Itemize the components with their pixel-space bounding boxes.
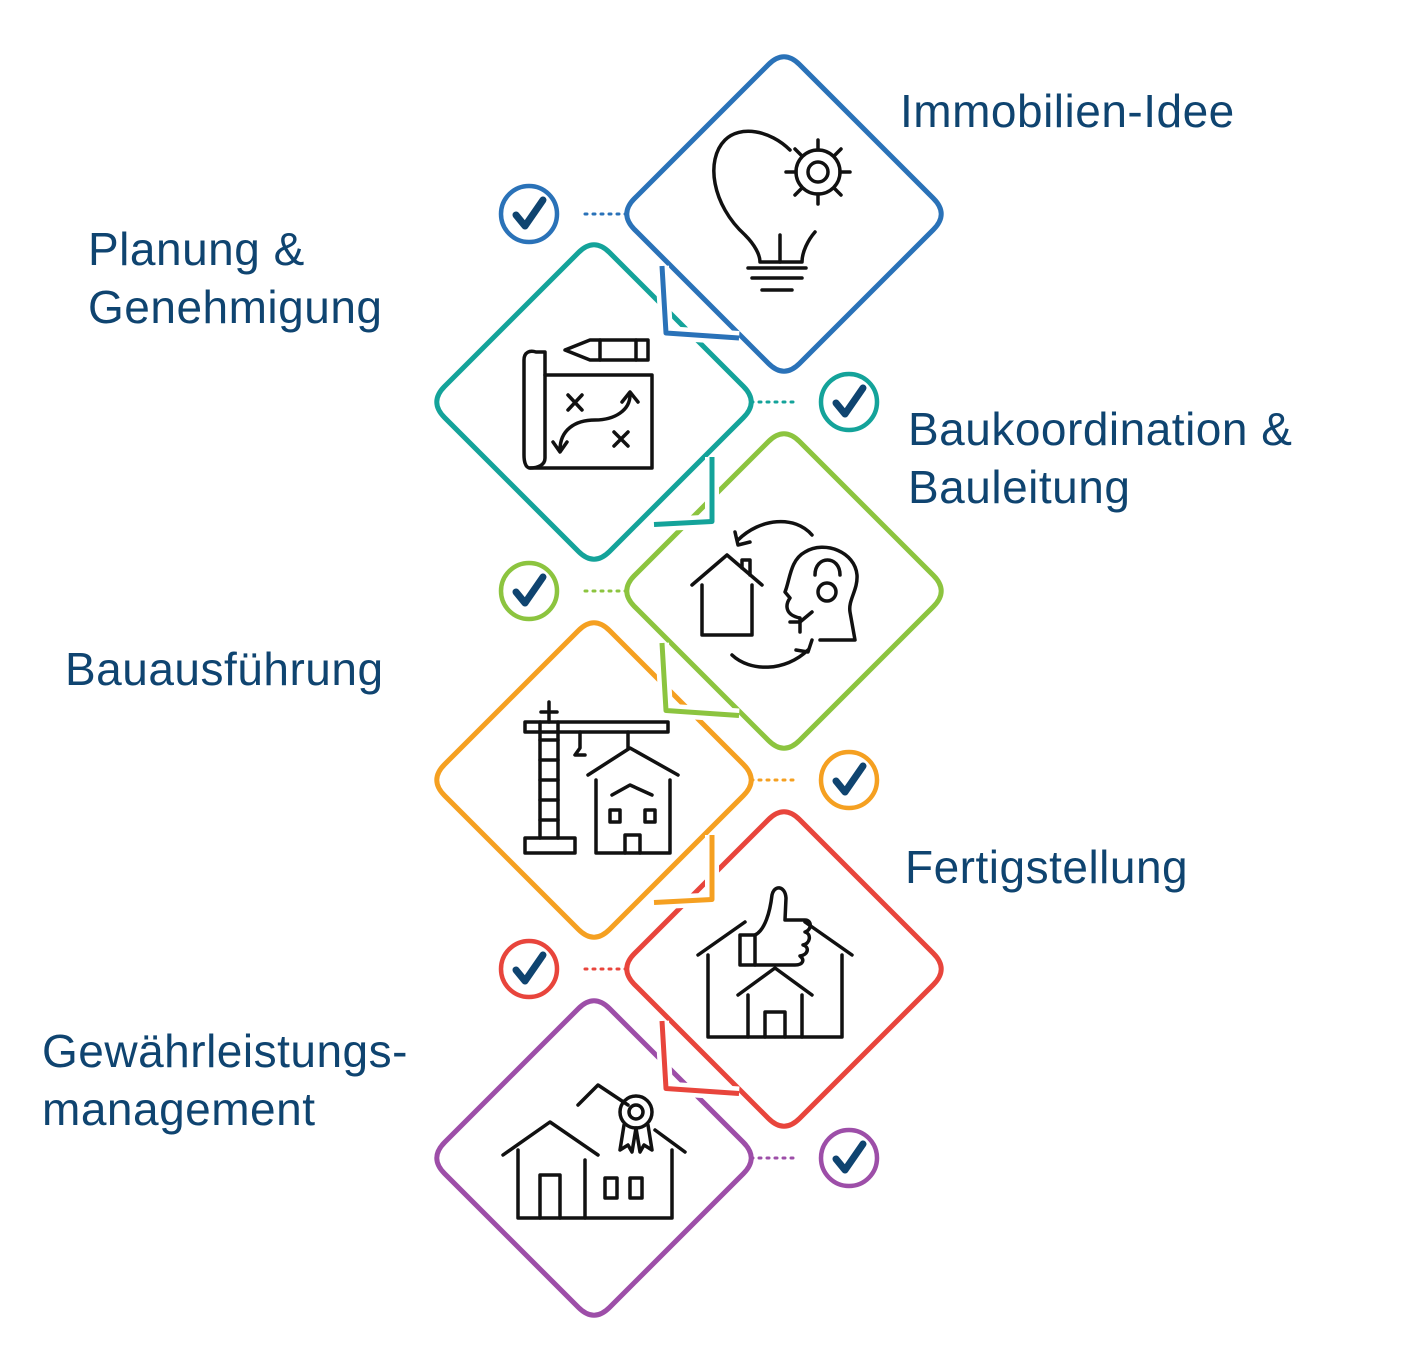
step-label-bauausfuehrung: Bauausführung bbox=[65, 640, 384, 698]
lightbulb-gear-icon bbox=[712, 129, 852, 292]
step-link bbox=[653, 835, 715, 905]
step-label-gewaehrleistungsmanagement: Gewährleistungs- management bbox=[42, 1022, 408, 1138]
step-title-line: Baukoordination & bbox=[908, 403, 1293, 455]
house-consultant-cycle-icon bbox=[690, 520, 859, 669]
check-badge-bauausfuehrung bbox=[818, 749, 880, 811]
crane-house-icon bbox=[523, 700, 680, 855]
link-halo bbox=[655, 642, 740, 723]
step-title-line: Genehmigung bbox=[88, 281, 383, 333]
step-title-line: Gewährleistungs- bbox=[42, 1025, 408, 1077]
house-award-badge-icon bbox=[501, 1083, 687, 1220]
check-icon bbox=[512, 573, 547, 607]
house-thumbs-up-icon bbox=[696, 886, 854, 1039]
check-badge-planung-genehmigung bbox=[818, 371, 880, 433]
step-title-line: Planung & bbox=[88, 223, 305, 275]
step-label-fertigstellung: Fertigstellung bbox=[905, 838, 1188, 896]
check-badge-ring bbox=[498, 938, 560, 1000]
check-icon bbox=[512, 951, 547, 985]
check-icon bbox=[832, 1140, 867, 1174]
check-badge-baukoordination-bauleitung bbox=[498, 560, 560, 622]
step-label-baukoordination-bauleitung: Baukoordination & Bauleitung bbox=[908, 400, 1292, 516]
link-halo bbox=[655, 1020, 740, 1101]
check-icon bbox=[512, 196, 547, 230]
step-link bbox=[659, 642, 740, 718]
step-link bbox=[659, 265, 740, 341]
step-diamond-fertigstellung bbox=[624, 809, 944, 1129]
step-link bbox=[659, 1020, 740, 1096]
check-badge-immobilien-idee bbox=[498, 183, 560, 245]
step-diamond-gewaehrleistungsmanagement bbox=[434, 998, 754, 1318]
check-badge-ring bbox=[498, 560, 560, 622]
link-halo bbox=[653, 457, 719, 532]
step-diamond-baukoordination-bauleitung bbox=[624, 431, 944, 751]
step-title-line: management bbox=[42, 1083, 316, 1135]
check-badge-fertigstellung bbox=[498, 938, 560, 1000]
step-title-line: Fertigstellung bbox=[905, 841, 1189, 893]
check-badge-ring bbox=[818, 371, 880, 433]
step-label-planung-genehmigung: Planung & Genehmigung bbox=[88, 220, 382, 336]
step-title-line: Bauausführung bbox=[65, 643, 384, 695]
step-title-line: Immobilien-Idee bbox=[900, 85, 1235, 137]
step-label-immobilien-idee: Immobilien-Idee bbox=[900, 82, 1235, 140]
check-badge-gewaehrleistungsmanagement bbox=[818, 1127, 880, 1189]
link-halo bbox=[655, 265, 740, 345]
step-diamond-planung-genehmigung bbox=[434, 242, 754, 562]
blueprint-pencil-icon bbox=[522, 338, 654, 470]
step-diamond-immobilien-idee bbox=[624, 54, 944, 374]
step-link bbox=[653, 457, 715, 527]
check-icon bbox=[832, 384, 867, 418]
step-title-line: Bauleitung bbox=[908, 461, 1131, 513]
link-halo bbox=[653, 835, 719, 910]
check-badge-ring bbox=[818, 1127, 880, 1189]
check-icon bbox=[832, 762, 867, 796]
check-badge-ring bbox=[818, 749, 880, 811]
step-diamond-bauausfuehrung bbox=[434, 620, 754, 940]
check-badge-ring bbox=[498, 183, 560, 245]
